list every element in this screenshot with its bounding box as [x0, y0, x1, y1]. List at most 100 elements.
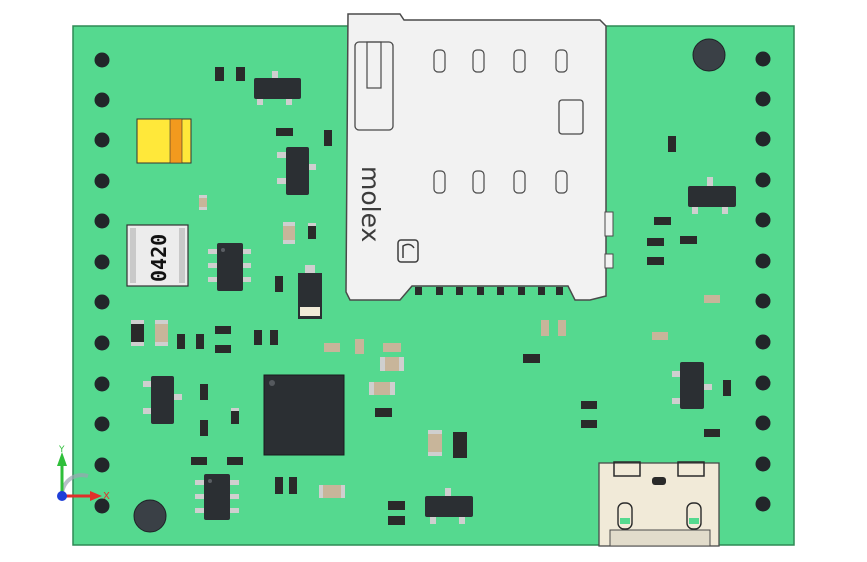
smd-resistor	[215, 326, 231, 334]
smd-resistor	[680, 236, 697, 244]
pin-hole-icon	[94, 457, 110, 473]
smd-resistor	[236, 67, 245, 81]
sd-side-clip	[604, 253, 614, 269]
smd-capacitor	[283, 222, 295, 244]
smd-resistor	[270, 330, 278, 345]
passive-components	[131, 67, 731, 525]
sd-logo-icon	[397, 239, 419, 263]
smd-resistor	[388, 516, 405, 525]
sot23-bottom-center	[425, 488, 473, 524]
smd-resistor	[254, 330, 262, 345]
qfn-microcontroller	[263, 374, 345, 456]
smd-capacitor	[380, 357, 404, 371]
pin-hole-icon	[755, 51, 771, 67]
smd-capacitor	[369, 382, 395, 395]
pin-hole-icon	[94, 294, 110, 310]
pin-hole-icon	[755, 375, 771, 391]
axis-x-label: X	[103, 491, 110, 502]
smd-resistor	[215, 345, 231, 353]
pin-hole-icon	[94, 254, 110, 270]
pin-hole-icon	[755, 496, 771, 512]
axis-triad-icon: Y X	[57, 445, 110, 502]
pin-hole-icon	[94, 376, 110, 392]
pin-hole-icon	[94, 498, 110, 514]
smd-capacitor	[355, 339, 364, 354]
sd-slot-tab-inner	[366, 41, 382, 89]
sot23-vertical-left	[143, 376, 182, 424]
smd-resistor	[177, 334, 185, 349]
smd-capacitor	[652, 332, 668, 340]
pin-hole-icon	[755, 293, 771, 309]
smd-resistor	[581, 401, 597, 409]
smd-resistor	[581, 420, 597, 428]
smd-capacitor	[558, 320, 566, 336]
pin-hole-icon	[94, 52, 110, 68]
pin-hole-icon	[755, 212, 771, 228]
smd-resistor	[668, 136, 676, 152]
smd-resistor	[196, 334, 204, 349]
smd-capacitor	[383, 343, 401, 352]
smd-capacitor	[324, 343, 340, 352]
smd-capacitor	[704, 295, 720, 303]
sd-solder-pads	[415, 287, 563, 295]
sd-slot-window	[558, 99, 584, 135]
inductor-marking: 0420	[147, 234, 171, 282]
sd-contacts-bottom	[433, 170, 568, 194]
smd-resistor	[191, 457, 207, 465]
smd-resistor	[276, 128, 293, 136]
pin-hole-icon	[94, 213, 110, 229]
smd-capacitor	[428, 430, 442, 456]
sot6-chip-bottom	[195, 474, 239, 520]
sot23-vertical-center	[277, 147, 316, 195]
sot23-vertical-right	[672, 362, 712, 409]
pin-hole-icon	[755, 253, 771, 269]
smd-resistor	[227, 457, 243, 465]
pin-hole-icon	[94, 173, 110, 189]
pin-hole-icon	[94, 132, 110, 148]
smd-resistor	[388, 501, 405, 510]
smd-resistor	[275, 276, 283, 292]
pin-hole-icon	[755, 172, 771, 188]
smd-resistor	[523, 354, 540, 363]
smd-capacitor	[199, 195, 207, 210]
pin-hole-icon	[755, 334, 771, 350]
sd-contacts-top	[433, 49, 568, 73]
smd-resistor	[375, 408, 392, 417]
smd-resistor	[275, 477, 283, 494]
power-inductor: 0420	[126, 224, 189, 287]
pin-hole-icon	[755, 415, 771, 431]
smd-resistor	[647, 238, 664, 246]
smd-resistor	[289, 477, 297, 494]
smd-resistor	[723, 380, 731, 396]
smd-resistor	[131, 320, 144, 346]
smd-resistor	[453, 432, 467, 458]
smd-resistor	[308, 223, 316, 239]
pin-hole-icon	[755, 91, 771, 107]
smd-resistor	[200, 420, 208, 436]
smd-capacitor	[541, 320, 549, 336]
left-pin-header	[94, 52, 110, 514]
smd-capacitor	[319, 485, 345, 498]
tantalum-capacitor	[136, 118, 192, 164]
smd-resistor	[231, 408, 239, 424]
mount-hole-icon	[133, 499, 167, 533]
smd-resistor	[654, 217, 671, 225]
sot23-top-left	[254, 71, 301, 105]
smd-resistor	[704, 429, 720, 437]
sot6-chip-left	[208, 243, 251, 291]
smd-resistor	[324, 130, 332, 146]
mount-hole-icon	[692, 38, 726, 72]
pin-hole-icon	[755, 456, 771, 472]
smd-resistor	[200, 384, 208, 400]
pin-hole-icon	[94, 92, 110, 108]
sd-brand-text: molex	[356, 166, 385, 242]
sd-slot-body	[345, 13, 607, 301]
sd-side-clip	[604, 211, 614, 237]
smd-capacitor	[155, 320, 168, 346]
pin-hole-icon	[94, 335, 110, 351]
axis-y-label: Y	[58, 445, 65, 455]
sd-card-slot: molex	[345, 13, 614, 301]
smd-resistor	[647, 257, 664, 265]
micro-usb-connector	[598, 461, 720, 547]
